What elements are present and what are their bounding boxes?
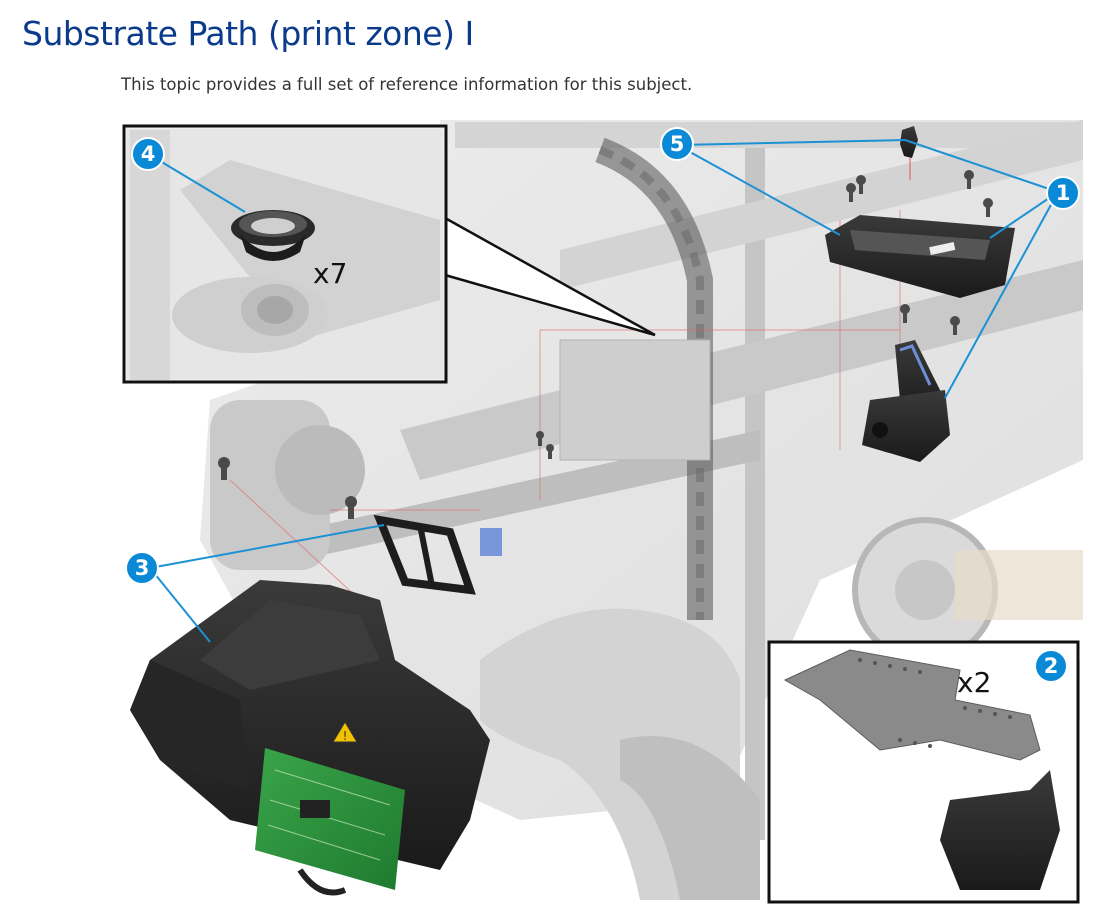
- svg-text:!: !: [343, 729, 348, 743]
- svg-text:4: 4: [141, 142, 156, 166]
- svg-text:5: 5: [670, 132, 685, 156]
- inset-part-2: [767, 640, 1080, 904]
- page-title: Substrate Path (print zone) I: [22, 14, 474, 53]
- svg-text:2: 2: [1044, 654, 1059, 678]
- screws: [218, 170, 993, 519]
- svg-text:1: 1: [1056, 181, 1071, 205]
- inset-part-4: [122, 124, 656, 384]
- callout-4: 4: [131, 137, 165, 171]
- leader-lines: [149, 139, 1059, 643]
- exploded-parts-diagram: !: [0, 100, 1104, 907]
- part-3-gasket: [373, 514, 476, 595]
- callout-2: 2: [1034, 649, 1068, 683]
- part-1-actuator: [862, 340, 950, 462]
- callout-1: 1: [1046, 176, 1080, 210]
- callout-5: 5: [660, 127, 694, 161]
- callout-3: 3: [125, 551, 159, 585]
- intro-text: This topic provides a full set of refere…: [121, 75, 693, 94]
- part-1-bracket: [825, 215, 1015, 298]
- svg-text:3: 3: [135, 556, 150, 580]
- inset-bottom-quantity: x2: [957, 666, 991, 699]
- inset-top-quantity: x7: [313, 257, 347, 290]
- part-3-housing: !: [130, 580, 490, 896]
